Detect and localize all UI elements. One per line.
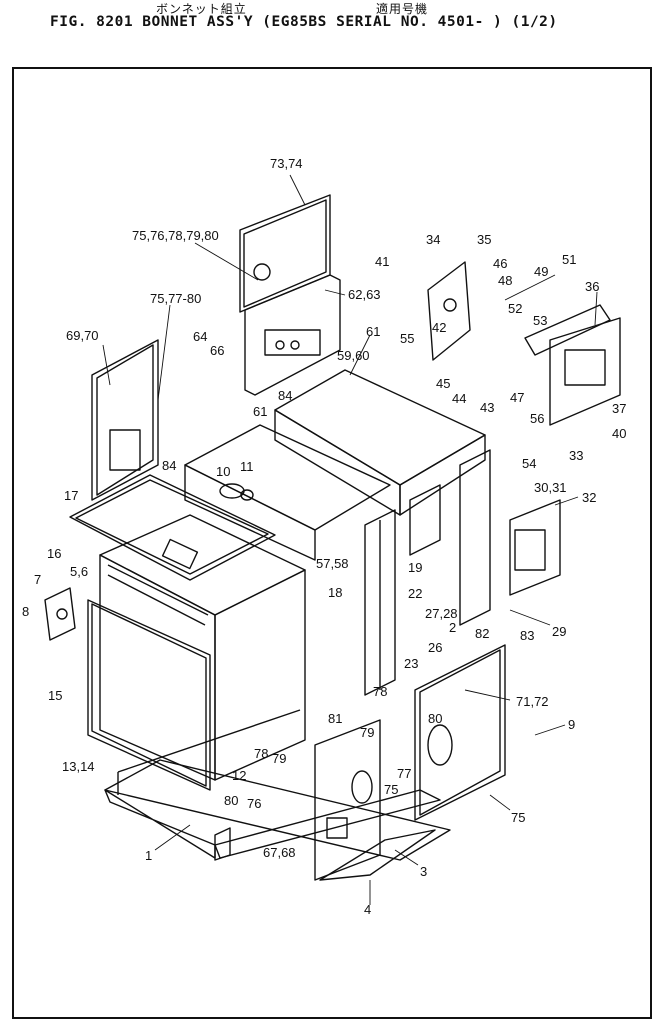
label-78-center: 78 [373,684,387,699]
label-46: 46 [493,256,507,271]
label-18: 18 [328,585,342,600]
label-26: 26 [428,640,442,655]
header-japanese-assembly: ボンネット組立 [156,2,247,16]
label-15: 15 [48,688,62,703]
label-36: 36 [585,279,599,294]
label-61-left: 61 [253,404,267,419]
label-17: 17 [64,488,78,503]
label-53: 53 [533,313,547,328]
label-76: 76 [247,796,261,811]
label-45: 45 [436,376,450,391]
label-59-60: 59,60 [337,348,370,363]
label-52: 52 [508,301,522,316]
label-11: 11 [240,459,254,474]
label-75-center: 75 [384,782,398,797]
label-33: 33 [569,448,583,463]
right-door [414,644,506,821]
upper-door-panel [239,194,331,313]
label-61: 61 [366,324,380,339]
label-30-31: 30,31 [534,480,567,495]
label-37: 37 [612,401,626,416]
label-57-58: 57,58 [316,556,349,571]
label-23: 23 [404,656,418,671]
figure-title: FIG. 8201 BONNET ASS'Y (EG85BS SERIAL NO… [50,14,558,30]
label-22: 22 [408,586,422,601]
floor-plate [319,829,436,881]
label-29: 29 [552,624,566,639]
part-number-labels: 73,74 75,76,78,79,80 75,77-80 69,70 62,6… [22,156,626,917]
front-panel [87,599,211,791]
label-78-lower-left: 78 [254,746,268,761]
label-13-14: 13,14 [62,759,95,774]
label-51: 51 [562,252,576,267]
label-9: 9 [568,717,575,732]
label-80-center: 80 [428,711,442,726]
label-64: 64 [193,329,207,344]
label-73-74: 73,74 [270,156,303,171]
label-79-lower-left: 79 [272,751,286,766]
label-8: 8 [22,604,29,619]
label-77: 77 [397,766,411,781]
control-panel-box [244,274,341,396]
label-12: 12 [232,768,246,783]
main-enclosure-box [99,514,306,781]
label-71-72: 71,72 [516,694,549,709]
label-34: 34 [426,232,440,247]
label-83: 83 [520,628,534,643]
label-69-70: 69,70 [66,328,99,343]
rear-side-panel [509,499,561,596]
access-door [524,304,621,426]
label-48: 48 [498,273,512,288]
label-49: 49 [534,264,548,279]
label-35: 35 [477,232,491,247]
label-55: 55 [400,331,414,346]
label-32: 32 [582,490,596,505]
label-47: 47 [510,390,524,405]
cap-fitting [219,483,254,501]
label-10: 10 [216,464,230,479]
label-81: 81 [328,711,342,726]
label-84-left: 84 [162,458,176,473]
latch-plate [427,261,471,361]
internal-columns [364,449,491,696]
label-4: 4 [364,902,371,917]
label-67-68: 67,68 [263,845,296,860]
label-44: 44 [452,391,466,406]
label-82: 82 [475,626,489,641]
header-japanese-applicable: 適用号機 [376,2,429,16]
label-16: 16 [47,546,61,561]
label-84-upper: 84 [278,388,292,403]
label-7: 7 [34,572,41,587]
label-66: 66 [210,343,224,358]
label-40: 40 [612,426,626,441]
label-19: 19 [408,560,422,575]
label-56: 56 [530,411,544,426]
label-2: 2 [449,620,456,635]
label-75-lower-right: 75 [511,810,525,825]
label-79-center: 79 [360,725,374,740]
label-43: 43 [480,400,494,415]
side-bracket [44,587,76,641]
label-27-28: 27,28 [425,606,458,621]
label-5-6: 5,6 [70,564,88,579]
front-door [314,719,381,881]
base-skid [104,709,451,861]
label-75-77-80: 75,77-80 [150,291,201,306]
label-41: 41 [375,254,389,269]
label-1: 1 [145,848,152,863]
left-side-door [91,339,159,501]
roof-assembly [184,369,486,561]
label-3: 3 [420,864,427,879]
label-75-76-78-79-80: 75,76,78,79,80 [132,228,219,243]
label-54: 54 [522,456,536,471]
label-80-lower-left: 80 [224,793,238,808]
top-left-cover [69,474,276,581]
label-62-63: 62,63 [348,287,381,302]
label-42: 42 [432,320,446,335]
drawing-frame [12,67,652,1019]
